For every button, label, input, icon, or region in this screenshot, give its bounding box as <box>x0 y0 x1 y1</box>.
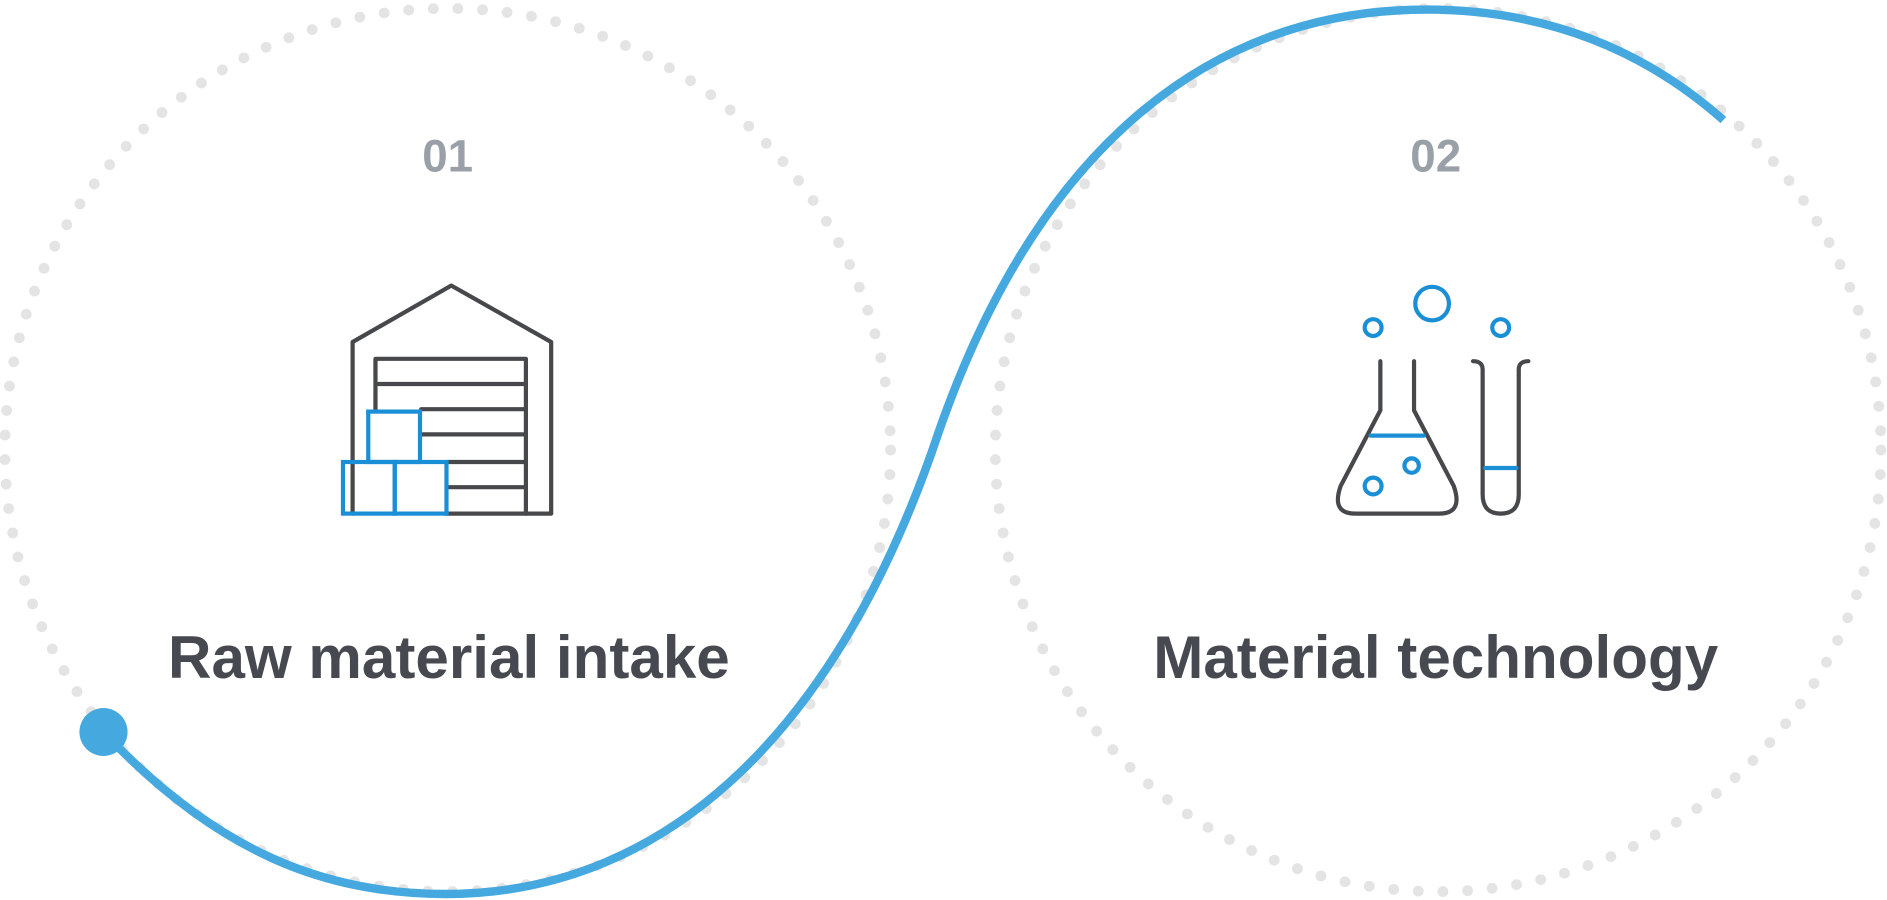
step-2-number: 02 <box>1410 131 1461 182</box>
step-1-number: 01 <box>422 131 473 182</box>
step-1-title: Raw material intake <box>168 624 730 691</box>
warehouse-icon <box>340 283 554 516</box>
step-2-dotted-circle <box>989 3 1887 897</box>
connector-curve <box>100 5 1727 899</box>
lab-flask-icon <box>1335 284 1531 516</box>
start-dot <box>79 708 128 756</box>
step-2-title: Material technology <box>1153 624 1719 691</box>
